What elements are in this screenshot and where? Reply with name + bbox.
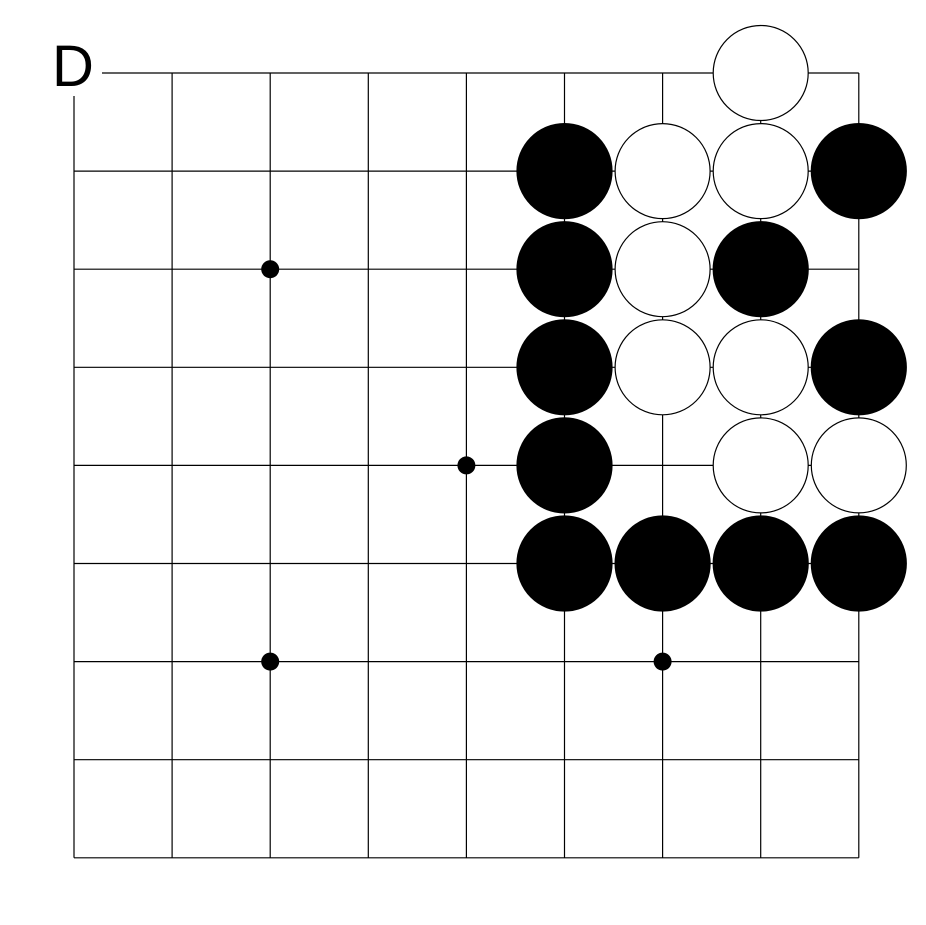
star-point bbox=[261, 652, 280, 671]
black-stone bbox=[614, 515, 711, 612]
black-stone bbox=[810, 515, 907, 612]
diagram-label: D bbox=[50, 38, 102, 96]
black-stone bbox=[516, 221, 613, 318]
black-stone bbox=[712, 515, 809, 612]
star-points bbox=[261, 260, 672, 671]
white-stone bbox=[614, 221, 711, 318]
white-stone bbox=[712, 319, 809, 416]
black-stone bbox=[516, 515, 613, 612]
black-stone bbox=[712, 221, 809, 318]
white-stone bbox=[614, 123, 711, 220]
white-stone bbox=[712, 123, 809, 220]
black-stone bbox=[516, 417, 613, 514]
black-stone bbox=[810, 319, 907, 416]
black-stone bbox=[516, 319, 613, 416]
star-point bbox=[653, 652, 672, 671]
stones bbox=[516, 24, 907, 612]
star-point bbox=[457, 456, 476, 475]
black-stone bbox=[516, 123, 613, 220]
white-stone bbox=[712, 24, 809, 122]
white-stone bbox=[614, 319, 711, 416]
star-point bbox=[261, 260, 280, 279]
white-stone bbox=[712, 417, 809, 514]
black-stone bbox=[810, 123, 907, 220]
white-stone bbox=[810, 417, 907, 514]
